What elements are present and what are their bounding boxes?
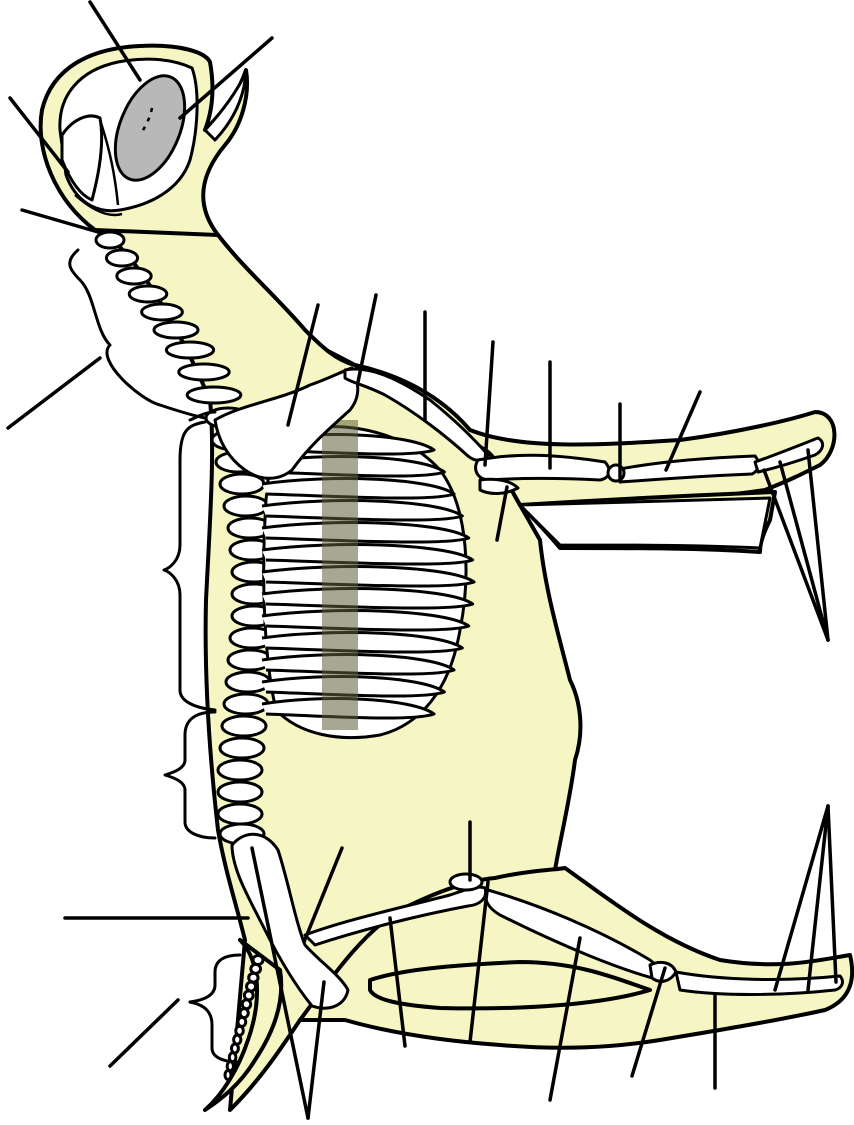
vertebra xyxy=(154,322,198,338)
vertebra xyxy=(142,304,183,320)
vertebra xyxy=(129,286,167,302)
sternum-band xyxy=(322,420,358,730)
leader-line xyxy=(780,462,828,640)
humerus-bone xyxy=(476,455,609,480)
vertebra xyxy=(166,342,213,358)
vertebra xyxy=(96,232,124,248)
leader-line xyxy=(8,358,100,428)
forelimb-long-bone xyxy=(520,498,770,548)
vertebra xyxy=(224,694,268,714)
vertebra xyxy=(106,250,137,266)
vertebra xyxy=(224,496,268,516)
vertebra xyxy=(222,716,266,736)
vertebra xyxy=(179,364,229,380)
vertebra xyxy=(117,268,151,284)
vertebra xyxy=(220,738,264,758)
leader-line xyxy=(110,1000,178,1066)
vertebra xyxy=(218,782,262,802)
caudal-vertebra xyxy=(225,1071,231,1080)
vertebra xyxy=(218,804,262,824)
leader-line xyxy=(828,806,836,982)
vertebra xyxy=(187,387,241,403)
knee-joint xyxy=(450,874,482,890)
skull xyxy=(60,59,246,215)
vertebra xyxy=(218,760,262,780)
sacral-brace xyxy=(190,955,240,1002)
